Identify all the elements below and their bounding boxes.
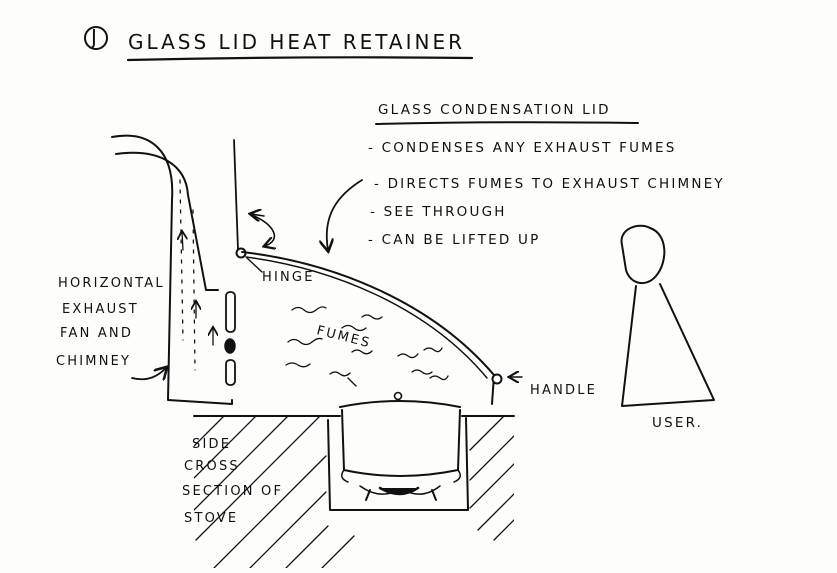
hinge-leader — [246, 257, 263, 273]
user-head — [620, 224, 666, 285]
lid-heading: GLASS CONDENSATION LID — [378, 102, 611, 118]
chimney-label-line-1: HORIZONTAL — [58, 276, 165, 291]
stove-label-line-2: CROSS — [184, 459, 240, 474]
user-body — [621, 283, 715, 407]
stove-label-line-3: SECTION OF — [182, 484, 283, 499]
handle-label: HANDLE — [530, 383, 597, 398]
lid-handle — [491, 373, 503, 385]
title-underline — [126, 56, 474, 62]
number-badge-circle — [84, 26, 108, 50]
lid-point-3: - SEE THROUGH — [370, 204, 507, 220]
lid-point-4: - CAN BE LIFTED UP — [368, 232, 540, 248]
pot-lid — [339, 400, 461, 408]
lid-heading-underline — [375, 121, 639, 125]
chimney-label-line-4: CHIMNEY — [56, 354, 131, 369]
stove-label-line-1: SIDE — [192, 437, 231, 452]
fan-blade-top — [225, 291, 236, 333]
pot — [341, 409, 461, 477]
user-label: USER. — [652, 415, 703, 431]
glass-lid — [241, 251, 495, 405]
stove-label-line-4: STOVE — [184, 511, 238, 526]
stove — [193, 391, 515, 568]
lid-support-line — [233, 139, 239, 251]
number-badge-text: J — [89, 25, 100, 49]
chimney-pointer-arrow — [131, 368, 166, 379]
chimney-label-line-3: FAN AND — [60, 326, 133, 341]
lid-point-2: - DIRECTS FUMES TO EXHAUST CHIMNEY — [374, 176, 725, 192]
pot-lid-knob — [393, 391, 403, 401]
user-figure — [620, 224, 715, 407]
lid-pointer-arrow — [327, 179, 363, 250]
lid-point-1: - CONDENSES ANY EXHAUST FUMES — [368, 140, 677, 156]
rotation-arrow — [251, 214, 274, 246]
chimney-label-line-2: EXHAUST — [62, 302, 139, 317]
fan-hub — [224, 338, 236, 354]
chimney — [111, 134, 236, 405]
fume-squiggles — [285, 306, 449, 387]
diagram-title: GLASS LID HEAT RETAINER — [128, 30, 465, 54]
fan-blade-bottom — [225, 359, 236, 386]
fumes-label: FUMES — [315, 323, 373, 351]
hinge-label: HINGE — [262, 270, 315, 285]
